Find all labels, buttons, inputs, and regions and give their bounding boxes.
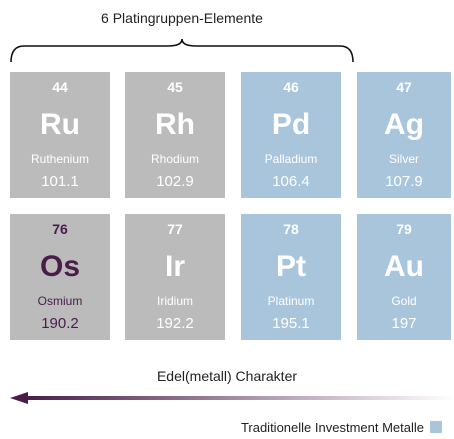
element-symbol: Ru [40, 108, 80, 141]
atomic-mass: 192.2 [156, 315, 194, 332]
element-symbol: Ir [164, 250, 185, 283]
atomic-number: 44 [52, 79, 68, 95]
element-tile-iridium: 77 Ir Iridium 192.2 [125, 214, 225, 340]
element-tile-rhodium: 45 Rh Rhodium 102.9 [125, 72, 225, 198]
atomic-number: 79 [396, 221, 412, 237]
element-symbol: Ag [384, 108, 424, 141]
element-name: Silver [388, 152, 419, 166]
atomic-mass: 107.9 [385, 173, 423, 190]
element-tile-ruthenium: 44 Ru Ruthenium 101.1 [10, 72, 110, 198]
legend-swatch [430, 421, 442, 433]
atomic-number: 45 [167, 79, 183, 95]
atomic-number: 76 [52, 221, 68, 237]
atomic-mass: 106.4 [272, 173, 310, 190]
atomic-number: 78 [283, 221, 299, 237]
atomic-mass: 190.2 [41, 315, 79, 332]
atomic-mass: 195.1 [272, 315, 310, 332]
atomic-number: 46 [283, 79, 299, 95]
element-symbol: Au [384, 250, 424, 283]
atomic-mass: 197 [391, 315, 417, 332]
element-name: Iridium [156, 294, 193, 308]
element-name: Osmium [37, 294, 83, 308]
atomic-mass: 102.9 [156, 173, 194, 190]
element-symbol: Rh [155, 108, 195, 141]
element-tile-gold: 79 Au Gold 197 [357, 214, 451, 340]
element-tile-silver: 47 Ag Silver 107.9 [357, 72, 451, 198]
atomic-number: 47 [396, 79, 412, 95]
gradient-arrow [10, 392, 454, 404]
atomic-mass: 101.1 [41, 173, 79, 190]
element-tile-palladium: 46 Pd Palladium 106.4 [241, 72, 341, 198]
atomic-number: 77 [167, 221, 183, 237]
legend-label: Traditionelle Investment Metalle [240, 420, 424, 435]
element-name: Platinum [267, 294, 315, 308]
element-name: Rhodium [150, 152, 200, 166]
element-tile-osmium: 76 Os Osmium 190.2 [10, 214, 110, 340]
group-brace [10, 38, 354, 63]
element-symbol: Os [39, 250, 81, 283]
element-name: Palladium [264, 152, 318, 166]
element-name: Ruthenium [30, 152, 90, 166]
group-title: 6 Platingruppen-Elemente [101, 10, 263, 26]
element-symbol: Pt [276, 250, 306, 283]
element-name: Gold [391, 294, 417, 308]
element-symbol: Pd [271, 108, 311, 141]
element-tile-platinum: 78 Pt Platinum 195.1 [241, 214, 341, 340]
arrow-caption: Edel(metall) Charakter [156, 368, 298, 384]
